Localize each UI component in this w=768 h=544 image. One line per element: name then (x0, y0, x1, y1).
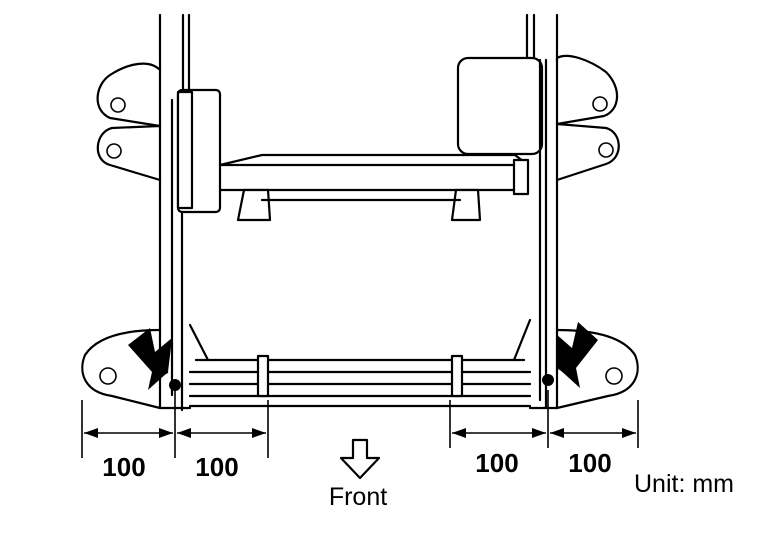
front-arrow-icon (339, 438, 381, 480)
right-side-rail (456, 13, 639, 410)
front-cross-member (188, 318, 532, 408)
dimension-lines (81, 390, 639, 458)
right-pointer-icon (556, 322, 598, 388)
dimension-left-inner: 100 (195, 452, 238, 482)
right-reference-point-icon (542, 374, 554, 386)
left-reference-point-icon (169, 379, 181, 391)
front-label: Front (329, 483, 387, 511)
unit-label: Unit: mm (634, 470, 734, 498)
left-side-rail (81, 13, 222, 412)
dimension-left-outer: 100 (102, 452, 145, 482)
dimension-right-inner: 100 (475, 448, 518, 478)
left-pointer-icon (128, 328, 172, 390)
upper-cross-member (218, 153, 530, 222)
dimension-right-outer: 100 (568, 448, 611, 478)
